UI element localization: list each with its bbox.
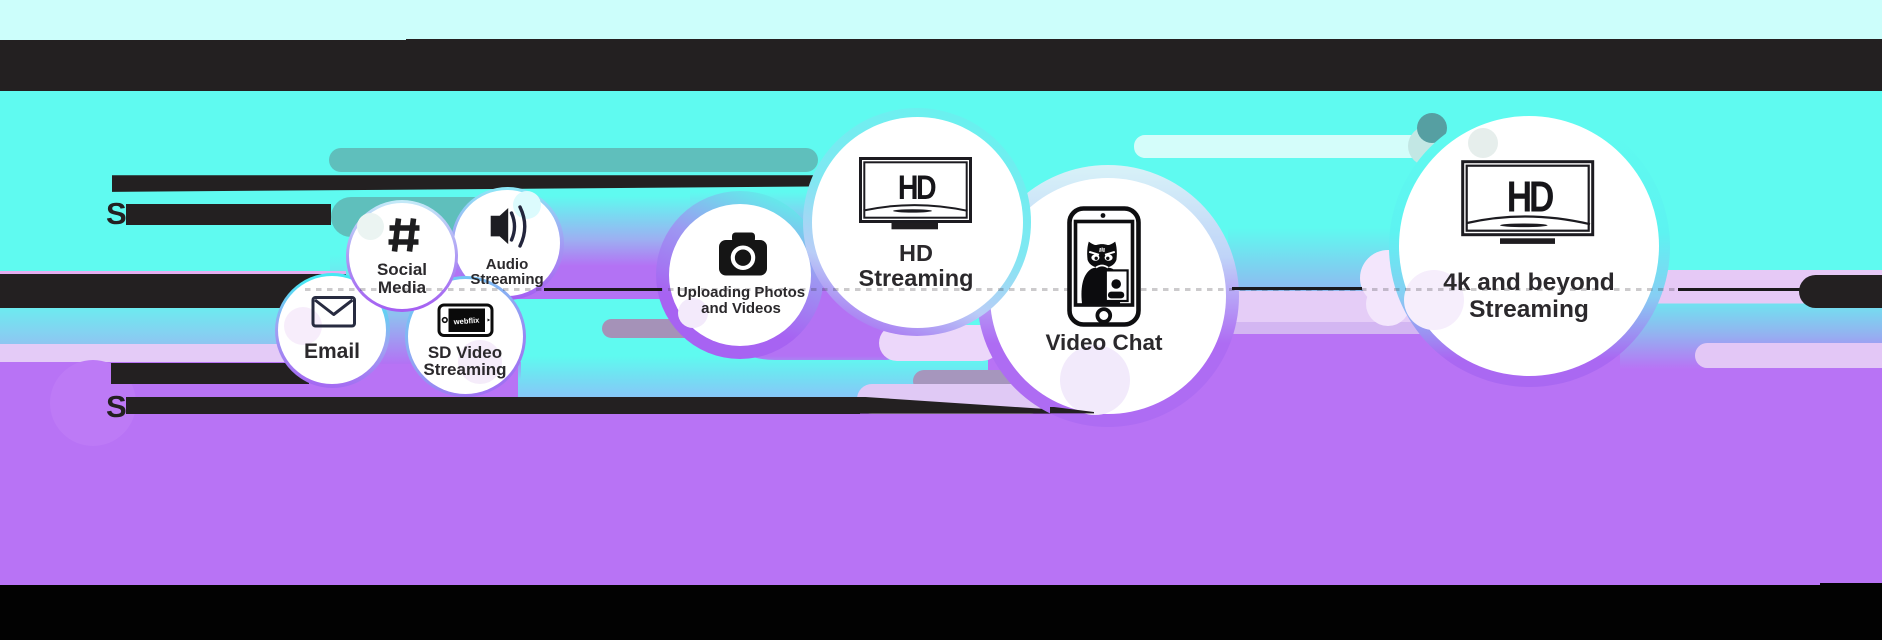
svg-text:HD: HD: [898, 169, 936, 207]
svg-text:webflix: webflix: [452, 316, 480, 327]
svg-text:HD: HD: [1507, 173, 1554, 222]
